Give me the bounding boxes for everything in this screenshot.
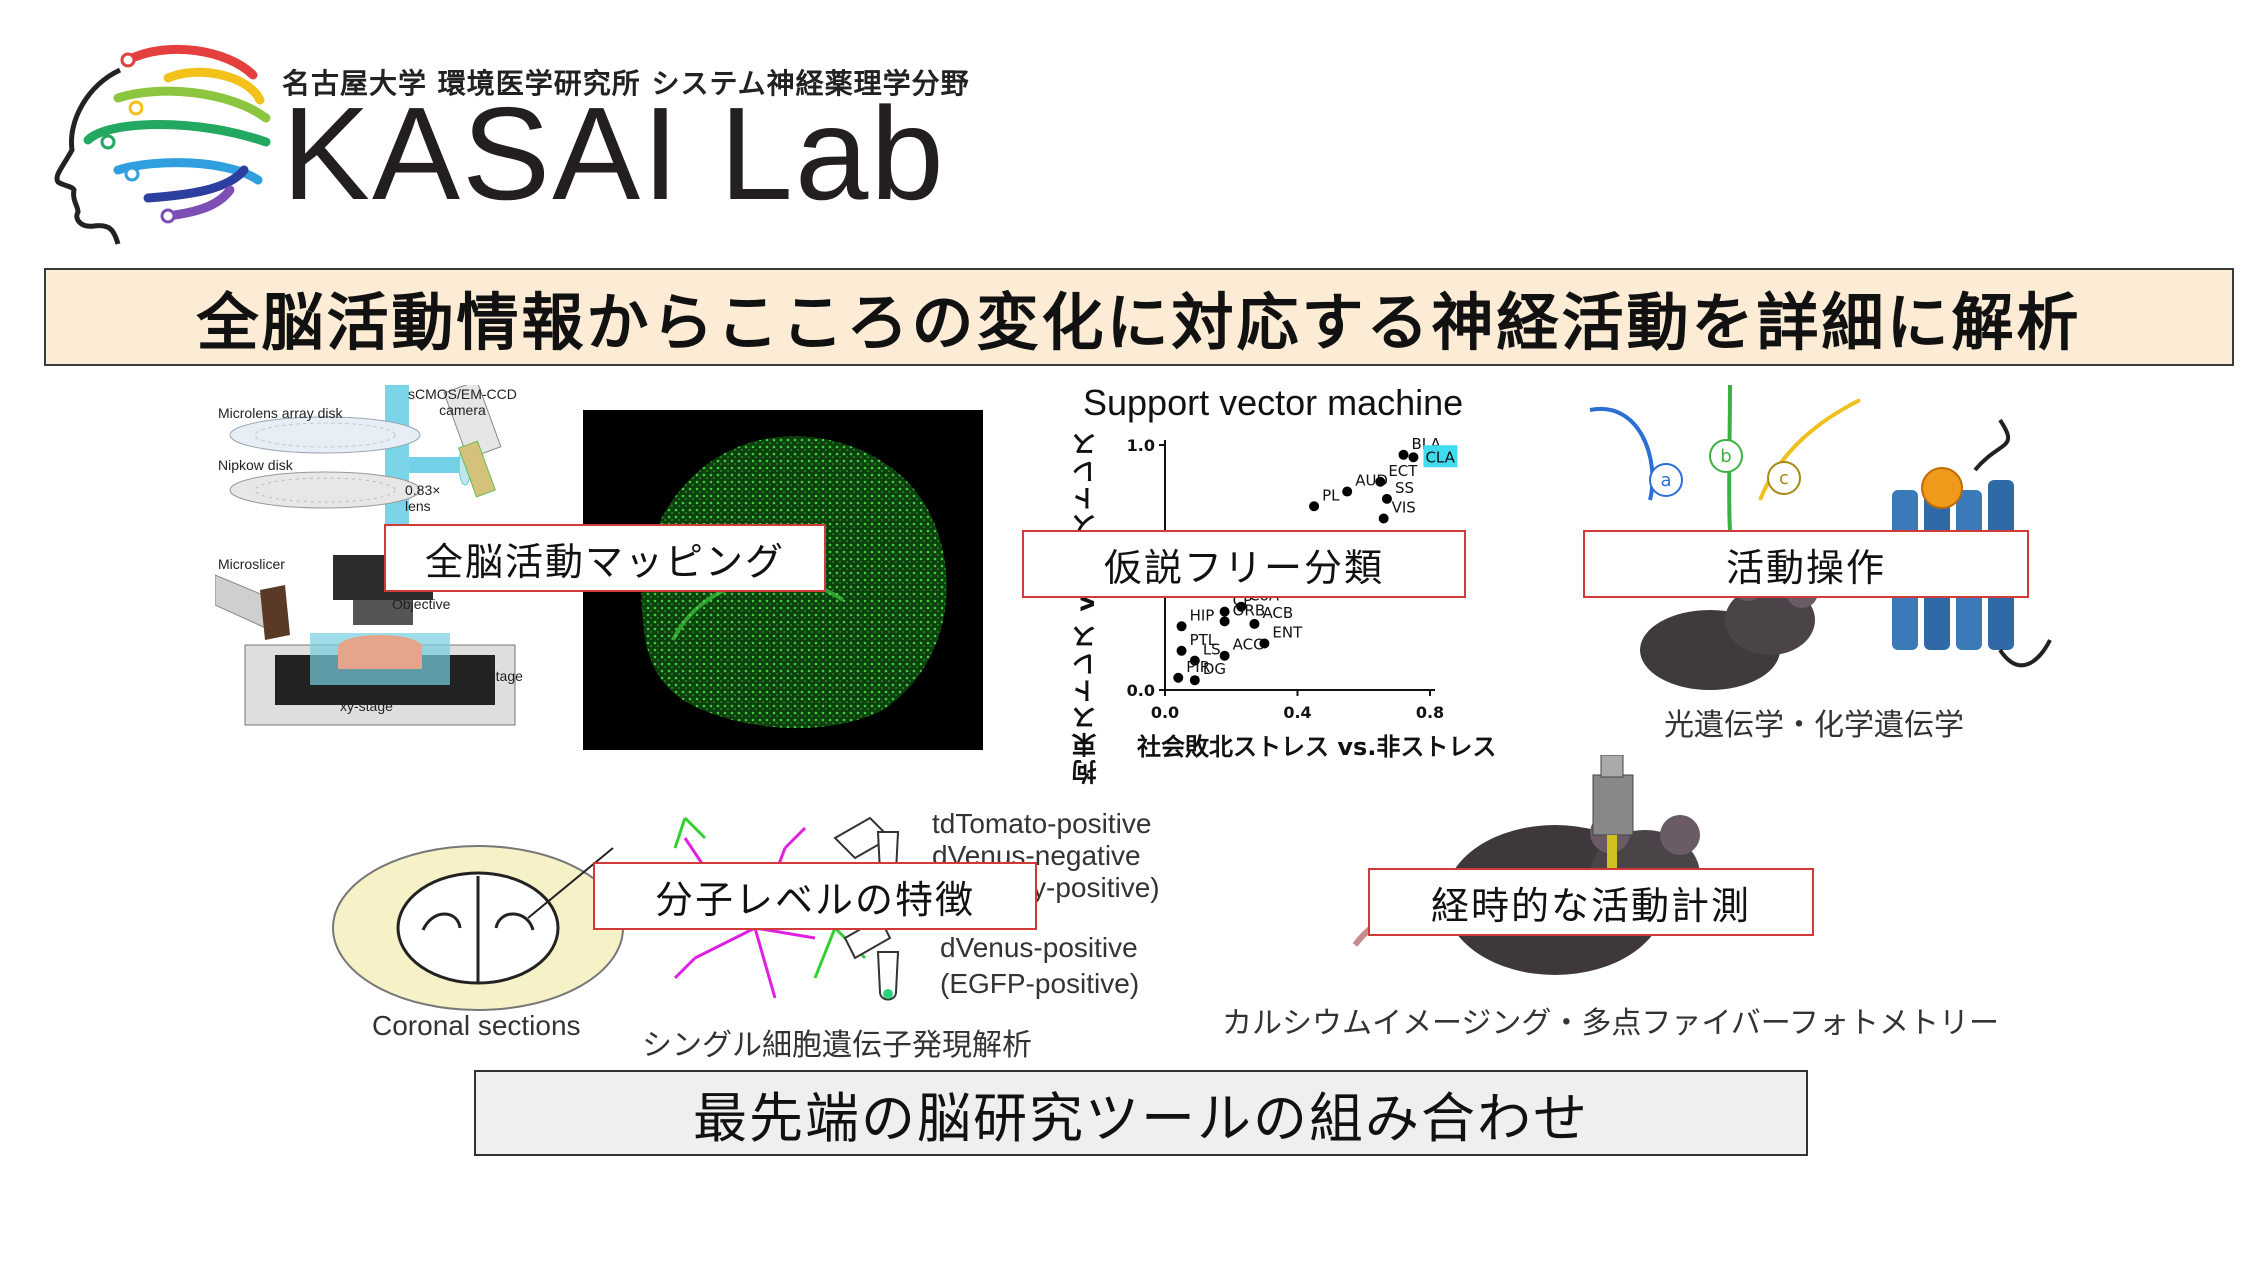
highlight-box: [1423, 445, 1458, 468]
x-tick-label: 0.4: [1283, 703, 1311, 722]
data-label-acc: ACC: [1233, 636, 1264, 654]
tube2-label-line2: (EGFP-positive): [940, 968, 1140, 999]
data-point-pl: [1309, 501, 1320, 512]
chart-xlabel: 社会敗北ストレス vs.非ストレス: [1137, 733, 1497, 761]
manipulation-label: 活動操作: [1725, 545, 1886, 590]
data-point-orb: [1219, 616, 1230, 627]
classification-label: 仮説フリー分類: [1103, 545, 1384, 590]
data-label-ect: ECT: [1388, 462, 1418, 480]
classification-label-box: 仮説フリー分類: [1022, 530, 1466, 598]
lens-label-line1: 0.83×: [405, 482, 441, 498]
camera-label-line2: camera: [439, 402, 486, 418]
fiber-c-label: c: [1779, 468, 1789, 489]
microscope-diagram: [215, 385, 516, 726]
x-tick-label: 0.0: [1151, 703, 1179, 722]
data-label-vis: VIS: [1392, 499, 1416, 517]
data-point-pir: [1173, 672, 1184, 683]
tube1-label-line1: tdTomato-positive: [932, 808, 1152, 839]
headline-text: 全脳活動情報からこころの変化に対応する神経活動を詳細に解析: [196, 286, 2082, 359]
data-point-acc: [1219, 650, 1230, 661]
data-point-bla: [1398, 449, 1409, 460]
data-label-ss: SS: [1395, 479, 1414, 497]
data-label-orb: ORB: [1233, 601, 1266, 619]
molecular-label: 分子レベルの特徴: [654, 877, 975, 922]
fiber-b: b: [1709, 439, 1743, 473]
mapping-label: 全脳活動マッピング: [424, 539, 785, 584]
xy-stage-label: xy-stage: [340, 698, 393, 714]
data-point-acb: [1249, 618, 1260, 629]
chart-title: Support vector machine: [1083, 382, 1464, 423]
microlens-label: Microlens array disk: [218, 405, 343, 421]
data-point-ss: [1381, 493, 1392, 504]
data-point-ect: [1375, 476, 1386, 487]
lab-logo: [54, 44, 271, 245]
data-label-pl: PL: [1322, 486, 1340, 504]
data-point-ptl: [1176, 645, 1187, 656]
coronal-caption: Coronal sections: [372, 1010, 581, 1041]
y-tick-label: 1.0: [1127, 436, 1155, 455]
tube1-label-line3: y-positive): [1032, 872, 1160, 903]
data-label-cla: CLA: [1425, 448, 1455, 466]
data-point-hip: [1176, 621, 1187, 632]
lens-label: 0.83× lens: [405, 482, 440, 514]
mapping-label-box: 全脳活動マッピング: [384, 524, 826, 592]
footer-text: 最先端の脳研究ツールの組み合わせ: [693, 1086, 1589, 1150]
camera-label: sCMOS/EM-CCD camera: [408, 386, 517, 418]
longitudinal-label: 経時的な活動計測: [1430, 883, 1751, 928]
data-point-aud: [1342, 486, 1353, 497]
data-point-ent: [1259, 638, 1270, 649]
tube2-labels: dVenus-positive (EGFP-positive): [940, 930, 1139, 1002]
data-label-ent: ENT: [1272, 623, 1303, 641]
data-point-vis: [1378, 513, 1389, 524]
molecular-caption: シングル細胞遺伝子発現解析: [642, 1028, 1032, 1063]
x-tick-label: 0.8: [1416, 703, 1444, 722]
fiber-c: c: [1767, 461, 1801, 495]
affiliation: 名古屋大学 環境医学研究所 システム神経薬理学分野: [282, 67, 970, 100]
camera-label-line1: sCMOS/EM-CCD: [408, 386, 517, 402]
fiber-a: a: [1649, 463, 1683, 497]
manipulation-caption: 光遺伝学・化学遺伝学: [1664, 708, 1964, 743]
data-label-hip: HIP: [1190, 606, 1215, 624]
objective-label: Objective: [392, 596, 451, 612]
headline-banner: 全脳活動情報からこころの変化に対応する神経活動を詳細に解析: [44, 268, 2234, 366]
data-label-acb: ACB: [1262, 604, 1293, 622]
nipkow-label: Nipkow disk: [218, 457, 293, 473]
microslicer-label: Microslicer: [218, 556, 285, 572]
lab-name: KASAI Lab: [282, 80, 946, 227]
molecular-label-box: 分子レベルの特徴: [593, 862, 1037, 930]
footer-banner: 最先端の脳研究ツールの組み合わせ: [474, 1070, 1808, 1156]
data-point-cp: [1219, 606, 1230, 617]
data-point-ls: [1189, 655, 1200, 666]
xz-stage-label: xz-stage: [470, 668, 523, 684]
data-point-dg: [1189, 675, 1200, 686]
data-point-cla: [1408, 452, 1419, 463]
data-point-coa: [1236, 601, 1247, 612]
data-label-ls: LS: [1203, 641, 1221, 659]
longitudinal-caption: カルシウムイメージング・多点ファイバーフォトメトリー: [1222, 1006, 1999, 1041]
data-label-pir: PIR: [1186, 658, 1210, 676]
fiber-a-label: a: [1660, 470, 1671, 491]
lens-label-line2: lens: [405, 498, 431, 514]
fiber-b-label: b: [1720, 446, 1731, 467]
y-tick-label: 0.0: [1127, 681, 1155, 700]
manipulation-label-box: 活動操作: [1583, 530, 2029, 598]
data-label-dg: DG: [1203, 660, 1226, 678]
tube2-label-line1: dVenus-positive: [940, 932, 1138, 963]
coronal-section-illustration: [332, 845, 624, 1011]
longitudinal-label-box: 経時的な活動計測: [1368, 868, 1814, 936]
data-label-ptl: PTL: [1190, 631, 1217, 649]
data-label-aud: AUD: [1355, 472, 1388, 490]
